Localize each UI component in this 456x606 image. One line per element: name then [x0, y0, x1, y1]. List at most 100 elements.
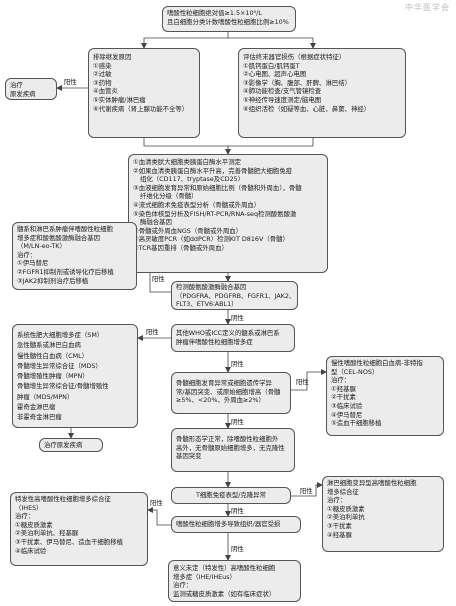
treat-primary-disease-box: 治疗原发疾病: [39, 438, 103, 452]
treatment-item: 监测或糖皮质激素（如有临床症状）: [173, 589, 276, 598]
question-line: 肿瘤伴嗜酸性粒细胞增多症: [176, 337, 253, 346]
edge-label-positive: 阳性: [146, 328, 159, 336]
lymphocytic-variant-hes-box: 淋巴细胞变异型高嗜酸性粒细胞 增多综合征 治疗： ①糖皮质激素 ②美泊利单抗 ③…: [322, 476, 444, 552]
diagnosis-line: 增多症和酸氨酸激酶融合基因: [17, 233, 101, 242]
fusion-gene-test-box: 检测酸氨酸激酶融合基因 （PDGFRA、PDGFRB、FGFR1、JAK2、 F…: [171, 281, 298, 310]
other-neoplasms-box: 系统性肥大细胞增多症（SM） 急性髓系或淋巴白血病 慢性髓性白血病（CML） 骨…: [12, 324, 138, 428]
edge-label-positive: 阳性: [150, 499, 163, 507]
treatment-item: ①伊马替尼: [17, 259, 49, 268]
who-icc-neoplasm-question: 其他WHO或ICC定义的髓系或淋巴系 肿瘤伴嗜酸性粒细胞增多症: [171, 324, 295, 352]
workup-item: ②如果血清类胰蛋白酶水平升高，完善骨髓肥大细胞免疫: [133, 166, 293, 175]
diagnostic-workup-box: ①血清类肰大细胞类胰蛋白酶水平测定 ②如果血清类胰蛋白酶水平升高，完善骨髓肥大细…: [128, 154, 328, 273]
neoplasm-item: 急性髓系或淋巴白血病: [17, 341, 81, 350]
diagnosis-line: 髓系和淋巴系肿瘤伴嗜酸性粒细胞: [17, 225, 113, 233]
diagnosis-line: （M/LN-eo-TK）: [17, 242, 66, 251]
question-line: 骨髓细胞发育异常或细胞遗传学异: [176, 379, 272, 387]
treatment-heading: 治疗：: [15, 512, 35, 521]
cause-item: ③药物: [93, 78, 112, 87]
marrow-abnormality-question: 骨髓细胞发育异常或细胞遗传学异 常/基因突变、或原始细胞增高（骨髓 ≥5%、<2…: [171, 372, 291, 414]
workup-item: 组化（CD117、tryptase及CD25）: [140, 175, 245, 184]
box-heading: 排除继发原因: [93, 53, 132, 61]
workup-item: ⑦高灵敏度PCR（如ddPCR）检测KIT D816V（骨髓）: [133, 235, 289, 244]
question-line: ≥5%、<20%、外周血≥2%）: [176, 396, 265, 405]
question-line: T细胞免疫表型/克隆异常: [196, 491, 266, 499]
treat-primary-disease-box: 治疗 原发疾病: [5, 78, 57, 100]
secondary-causes-box: 排除继发原因 ①感染 ②过敏 ③药物 ④血管炎 ⑤实体肿瘤/淋巴瘤 ⑥代谢疾病（…: [88, 48, 200, 138]
workup-item: ④流式细胞术免疫表型分析（骨髓或外周血）: [133, 200, 261, 209]
neoplasm-item: 肿瘤（MDS/MPN）: [17, 392, 74, 401]
edge-label-positive: 阳性: [64, 78, 77, 86]
treatment-item: ③干扰素、伊马替尼、造血干细胞移植: [15, 537, 123, 546]
normal-morphology-question: 骨髓形态学正常，除嗜酸性粒细胞外 高外，无骨髓原始细胞增多，无克隆性 基因突变: [171, 428, 295, 472]
treat-line: 治疗: [10, 81, 23, 89]
edge-label-negative: 阴性: [231, 314, 244, 322]
treatment-item: ②美泊利单抗: [327, 513, 365, 522]
question-line: 骨髓形态学正常，除嗜酸性粒细胞外: [176, 435, 279, 443]
evaluation-item: ⑤神经传导速度测定/脑电图: [243, 95, 322, 104]
eosinophilia-criteria-box: 嗜酸性粒细胞绝对值≥1.5×10⁹/L 且白细胞分类计数嗜酸性粒细胞比例≥10%: [162, 6, 296, 32]
workup-item: ①血清类肰大细胞类胰蛋白酶水平测定: [133, 158, 241, 166]
diagnosis-line: 型（CEL-NOS）: [331, 367, 379, 376]
criteria-line: 嗜酸性粒细胞绝对值≥1.5×10⁹/L: [167, 9, 262, 17]
treatment-item: ③临床试验: [331, 401, 363, 410]
treatment-item: ②FGFR1抑制剂或诱导化疗后移植: [17, 267, 114, 276]
treatment-heading: 治疗：: [173, 581, 193, 590]
neoplasm-item: 非霍奇金淋巴瘤: [17, 413, 62, 422]
watermark-logo: 中华医学会: [405, 3, 450, 12]
treatment-item: ④羟基脲: [327, 530, 352, 539]
diagnosis-line: 淋巴细胞变异型高嗜酸性粒细胞: [327, 479, 417, 487]
edge-label-negative: 阴性: [231, 507, 244, 515]
ihes-box: 特发性高嗜酸性粒细胞增多综合征 （IHES） 治疗： ①糖皮质激素 ②美泊利单抗…: [10, 492, 148, 566]
diagnosis-line: 意义未定（特发性）高嗜酸性粒细胞: [173, 564, 276, 572]
treatment-item: ③干扰素: [327, 521, 352, 530]
evaluation-item: ②心电图、超声心电图: [243, 70, 307, 79]
neoplasm-item: 骨髓增生异常综合征/骨髓增殖性: [17, 382, 109, 391]
treat-line: 治疗原发疾病: [44, 441, 83, 449]
diagnosis-line: （IHES）: [15, 503, 43, 512]
question-line: 高外，无骨髓原始细胞增多，无克隆性: [176, 443, 285, 452]
diagnosis-line: 增多症（IHE/IHEus）: [173, 572, 236, 581]
neoplasm-item: 慢性髓性白血病（CML）: [17, 351, 89, 360]
treatment-heading: 治疗：: [17, 250, 37, 259]
diagnosis-line: 慢性嗜酸性粒细胞白血病-非特指: [331, 359, 423, 367]
neoplasm-item: 骨髓增生异常综合征（MDS）: [17, 361, 102, 370]
evaluation-item: ⑥组织活检（如疑等血、心脏、鼻窦、神经）: [243, 104, 371, 113]
diagnosis-line: 增多综合征: [327, 487, 359, 496]
edge-label-positive: 阳性: [152, 275, 165, 283]
edge-label-positive: 阳性: [300, 487, 313, 495]
treatment-heading: 治疗：: [327, 496, 347, 505]
criteria-line: 且白细胞分类计数嗜酸性粒细胞比例≥10%: [167, 17, 289, 26]
test-line: 检测酸氨酸激酶融合基因: [176, 283, 247, 291]
edge-label-negative: 阴性: [231, 418, 244, 426]
treatment-item: ①羟基脲: [331, 384, 356, 393]
question-line: 基因突变: [176, 452, 202, 461]
treatment-heading: 治疗：: [331, 376, 351, 385]
cause-item: ④血管炎: [93, 87, 118, 96]
treatment-item: ③JAK2抑制剂治疗后移植: [17, 276, 89, 285]
organ-damage-evaluation-box: 评估终末器官损伤（根据症状特征） ①肌钙蛋白/肌钙蛋T ②心电图、超声心电图 ③…: [238, 48, 406, 138]
question-line: 常/基因突变、或原始细胞增高（骨髓: [176, 387, 281, 396]
workup-item: 酶融合基因: [140, 218, 172, 227]
treatment-item: ②美泊利单抗、羟基脲: [15, 529, 79, 538]
treatment-item: ①糖皮质激素: [15, 520, 53, 529]
cause-item: ②过敏: [93, 70, 112, 79]
treatment-item: ⑤造血干细胞移植: [331, 419, 382, 428]
diagnosis-line: 特发性高嗜酸性粒细胞增多综合征: [15, 495, 111, 503]
workup-item: ⑧TCR基因重排（骨髓或外周血）: [133, 243, 228, 252]
treatment-item: ④临床试验: [15, 546, 47, 555]
hes-us-box: 意义未定（特发性）高嗜酸性粒细胞 增多症（IHE/IHEus） 治疗： 监测或糖…: [168, 560, 301, 602]
cel-nos-box: 慢性嗜酸性粒细胞白血病-非特指 型（CEL-NOS） 治疗： ①羟基脲 ②干扰素…: [326, 356, 444, 436]
treatment-item: ④伊马替尼: [331, 410, 363, 419]
cause-item: ⑥代谢疾病（肾上腺功能不全等）: [93, 104, 189, 113]
test-line: （PDGFRA、PDGFRB、FGFR1、JAK2、: [176, 291, 296, 300]
treat-line: 原发疾病: [10, 89, 36, 98]
treatment-item: ②干扰素: [331, 393, 356, 402]
workup-item: ⑤染色体核型分析及FISH/RT-PCR/RNA-seq检测酸氨酸激: [133, 209, 297, 218]
edge-label-positive: 阳性: [296, 378, 309, 386]
box-heading: 评估终末器官损伤（根据症状特征）: [243, 53, 346, 61]
workup-item: 纤维化分级（骨髓）: [140, 192, 198, 201]
cause-item: ①感染: [93, 61, 112, 70]
test-line: FLT3、ETV6∶ABL1）: [176, 300, 238, 309]
evaluation-item: ③影像学（胸、腹部、肝脾、淋巴结）: [243, 78, 351, 87]
